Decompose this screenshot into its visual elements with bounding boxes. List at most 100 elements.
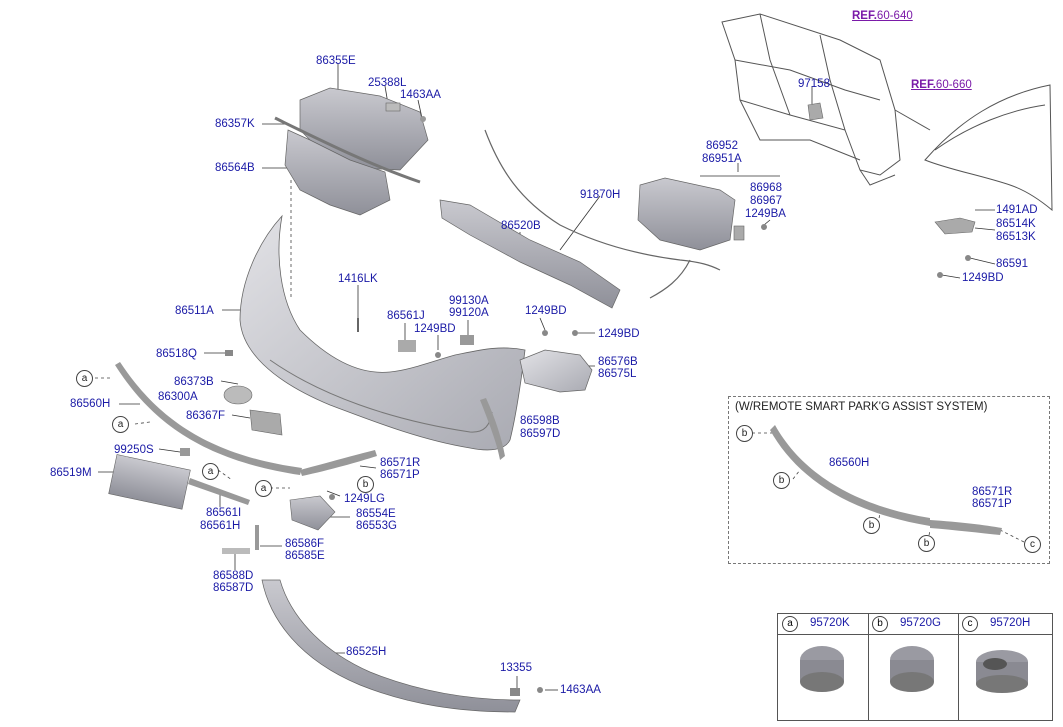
part-label[interactable]: 86588D — [213, 570, 254, 582]
bolt-1249BD-c — [435, 352, 441, 358]
molding-86598B — [480, 398, 505, 460]
part-label[interactable]: 86561J — [387, 310, 425, 322]
part-label[interactable]: 99250S — [114, 444, 154, 456]
remote-smart-park-assist-inset: (W/REMOTE SMART PARK'G ASSIST SYSTEM) — [728, 396, 1050, 564]
part-label[interactable]: 1249LG — [344, 493, 385, 505]
legend-head: c 95720H — [958, 614, 1052, 635]
part-label[interactable]: 86560H — [70, 398, 111, 410]
lower-lip-86525H — [261, 579, 521, 713]
part-label[interactable]: 86951A — [702, 153, 742, 165]
part-label[interactable]: 86597D — [520, 428, 561, 440]
inset-title: (W/REMOTE SMART PARK'G ASSIST SYSTEM) — [735, 401, 988, 413]
sensor-99250S — [180, 448, 190, 456]
part-label[interactable]: 86591 — [996, 258, 1028, 270]
callout-a: a — [76, 370, 93, 387]
part-label[interactable]: 86571P — [972, 498, 1012, 510]
legend-code[interactable]: 95720G — [900, 617, 941, 629]
bumper-beam-86520B — [439, 199, 621, 309]
legend-head: b 95720G — [868, 614, 958, 635]
part-label[interactable]: 86561H — [200, 520, 241, 532]
part-label[interactable]: 1249BD — [414, 323, 456, 335]
part-label[interactable]: 86367F — [186, 410, 226, 422]
strip-86571R — [300, 450, 377, 476]
part-label[interactable]: 86575L — [598, 368, 637, 380]
cover-86554E — [289, 495, 336, 531]
part-label[interactable]: 1249BD — [962, 272, 1004, 284]
part-label[interactable]: 1249BD — [598, 328, 640, 340]
part-label[interactable]: 1463AA — [560, 684, 601, 696]
ref-number: 60-640 — [876, 10, 913, 22]
part-label[interactable]: 1491AD — [996, 204, 1038, 216]
bolt-1249BD-r — [937, 272, 943, 278]
bolt-86591 — [965, 255, 971, 261]
part-label[interactable]: 86571R — [380, 457, 421, 469]
ref-number: 60-660 — [935, 79, 972, 91]
part-label[interactable]: 1249BA — [745, 208, 786, 220]
part-label[interactable]: 86571R — [972, 486, 1013, 498]
part-label[interactable]: 86967 — [750, 195, 782, 207]
part-label[interactable]: 86571P — [380, 469, 420, 481]
part-label[interactable]: 86585E — [285, 550, 325, 562]
part-label[interactable]: 86587D — [213, 582, 254, 594]
part-label[interactable]: 86554E — [356, 508, 396, 520]
part-label[interactable]: 86598B — [520, 415, 560, 427]
part-label[interactable]: 97158 — [798, 78, 830, 90]
legend-cell-c: c 95720H — [958, 614, 1052, 720]
part-label[interactable]: 86586F — [285, 538, 325, 550]
callout-b: b — [863, 517, 880, 534]
part-label[interactable]: 86300A — [158, 391, 198, 403]
callout-b: b — [918, 535, 935, 552]
legend-code[interactable]: 95720H — [990, 617, 1031, 629]
clip-13355 — [510, 688, 520, 696]
part-label[interactable]: 1416LK — [338, 273, 378, 285]
bolt-1249LG — [329, 494, 335, 500]
part-label[interactable]: 1249BD — [525, 305, 567, 317]
sensor-95720G-picture — [890, 646, 934, 692]
part-label[interactable]: 86373B — [174, 376, 214, 388]
clip-1463AA-bot — [537, 687, 543, 693]
part-label[interactable]: 86561I — [206, 507, 242, 519]
part-label[interactable]: 86576B — [598, 356, 638, 368]
part-label[interactable]: 99120A — [449, 307, 489, 319]
part-label[interactable]: 13355 — [500, 662, 532, 674]
part-label[interactable]: 86355E — [316, 55, 356, 67]
front-bumper-cover — [239, 214, 526, 451]
part-label[interactable]: 86511A — [175, 305, 214, 317]
legend-code[interactable]: 95720K — [810, 617, 850, 629]
part-label[interactable]: 86513K — [996, 231, 1036, 243]
inset-strip-86571R — [930, 520, 1002, 535]
part-label[interactable]: 86520B — [501, 220, 541, 232]
bracket-97158 — [807, 102, 824, 121]
part-label[interactable]: 86968 — [750, 182, 782, 194]
inset-strip-86560H — [770, 425, 930, 526]
clip-1463AA — [420, 116, 426, 122]
part-label[interactable]: 86519M — [50, 467, 92, 479]
part-label[interactable]: 86564B — [215, 162, 255, 174]
part-label[interactable]: 91870H — [580, 189, 621, 201]
part-label[interactable]: 86525H — [346, 646, 387, 658]
fender-outline — [924, 84, 1053, 212]
sensor-legend-table: a 95720K b 95720G c 95720H — [777, 613, 1053, 721]
sensor-95720K-picture — [800, 646, 844, 692]
part-label[interactable]: 86560H — [829, 457, 870, 469]
part-label[interactable]: 86952 — [706, 140, 738, 152]
part-label[interactable]: 86514K — [996, 218, 1036, 230]
bracket-99130A — [460, 335, 474, 345]
ref-60-660-link[interactable]: REF.60-660 — [911, 79, 972, 92]
part-label[interactable]: 1463AA — [400, 89, 441, 101]
strip-86357K — [274, 116, 421, 184]
part-label[interactable]: 86357K — [215, 118, 255, 130]
part-label[interactable]: 25388L — [368, 77, 407, 89]
part-label[interactable]: 86518Q — [156, 348, 197, 360]
part-label[interactable]: 99130A — [449, 295, 489, 307]
absorber-86564B — [284, 129, 391, 216]
bolt-1249BD-m2 — [572, 330, 578, 336]
pin-86518Q — [225, 350, 233, 356]
radiator-support-frame — [721, 13, 931, 186]
bracket-86561J — [398, 340, 416, 352]
ref-prefix: REF. — [911, 79, 936, 91]
bolt-1249BA — [761, 224, 767, 230]
part-label[interactable]: 86553G — [356, 520, 397, 532]
ref-60-640-link[interactable]: REF.60-640 — [852, 10, 913, 23]
